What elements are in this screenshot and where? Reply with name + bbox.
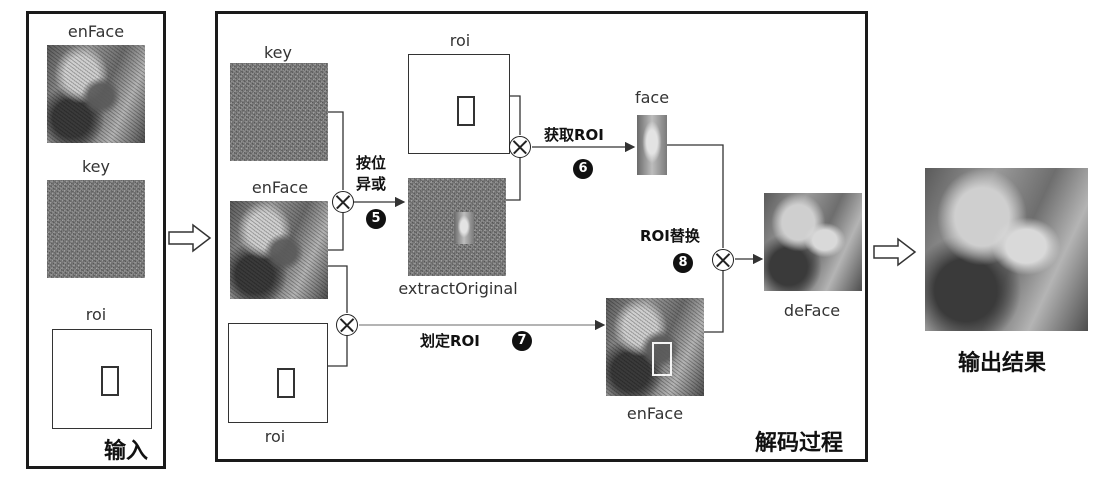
decode-key-image <box>230 63 328 161</box>
input-key-label: key <box>81 157 110 176</box>
decode-enface-bottom-image <box>606 298 704 396</box>
input-roi-label: roi <box>85 305 107 324</box>
decode-roi-bottom-rect <box>277 368 295 398</box>
decode-enface-top-image <box>230 201 328 299</box>
step-7-label: 划定ROI <box>420 332 480 350</box>
step-7-badge: 7 <box>512 331 532 351</box>
xor-node-5 <box>332 191 354 213</box>
input-roi-rect <box>101 366 119 396</box>
xor-node-6 <box>509 136 531 158</box>
decode-roi-bottom-image <box>228 323 328 423</box>
step-8-label: ROI替换 <box>640 227 700 245</box>
decode-key-label: key <box>263 43 292 62</box>
decode-roi-top-label: roi <box>449 31 471 50</box>
step-5-badge: 5 <box>366 209 386 229</box>
step-5-label-line2: 异或 <box>356 175 387 193</box>
input-enface-label: enFace <box>67 22 125 41</box>
input-key-image <box>47 180 145 278</box>
decode-roi-bottom-label: roi <box>264 427 286 446</box>
input-to-decode-arrow <box>168 223 212 253</box>
step-5-label-line1: 按位 <box>356 154 387 172</box>
deface-label: deFace <box>783 301 841 320</box>
decode-enface-bottom-roi-rect <box>652 342 672 376</box>
step-8-badge: 8 <box>673 253 693 273</box>
decode-roi-top-rect <box>457 96 475 126</box>
extract-original-image <box>408 178 506 276</box>
output-title: 输出结果 <box>958 351 1047 376</box>
face-label: face <box>634 88 670 107</box>
input-panel-title: 输入 <box>104 439 149 464</box>
extract-original-label: extractOriginal <box>398 279 518 298</box>
decode-enface-top-label: enFace <box>251 178 309 197</box>
decode-enface-bottom-label: enFace <box>626 404 684 423</box>
step-6-badge: 6 <box>573 159 593 179</box>
xor-node-8 <box>712 249 734 271</box>
input-enface-image <box>47 45 145 143</box>
decode-panel-title: 解码过程 <box>755 431 844 456</box>
deface-image <box>764 193 862 291</box>
input-roi-image <box>52 329 152 429</box>
decode-roi-top-image <box>408 54 510 154</box>
step-6-label: 获取ROI <box>544 126 604 144</box>
decode-to-output-arrow <box>873 237 917 267</box>
output-image <box>925 168 1088 331</box>
xor-node-7 <box>336 314 358 336</box>
extract-original-face <box>454 212 474 244</box>
face-image <box>637 115 667 175</box>
